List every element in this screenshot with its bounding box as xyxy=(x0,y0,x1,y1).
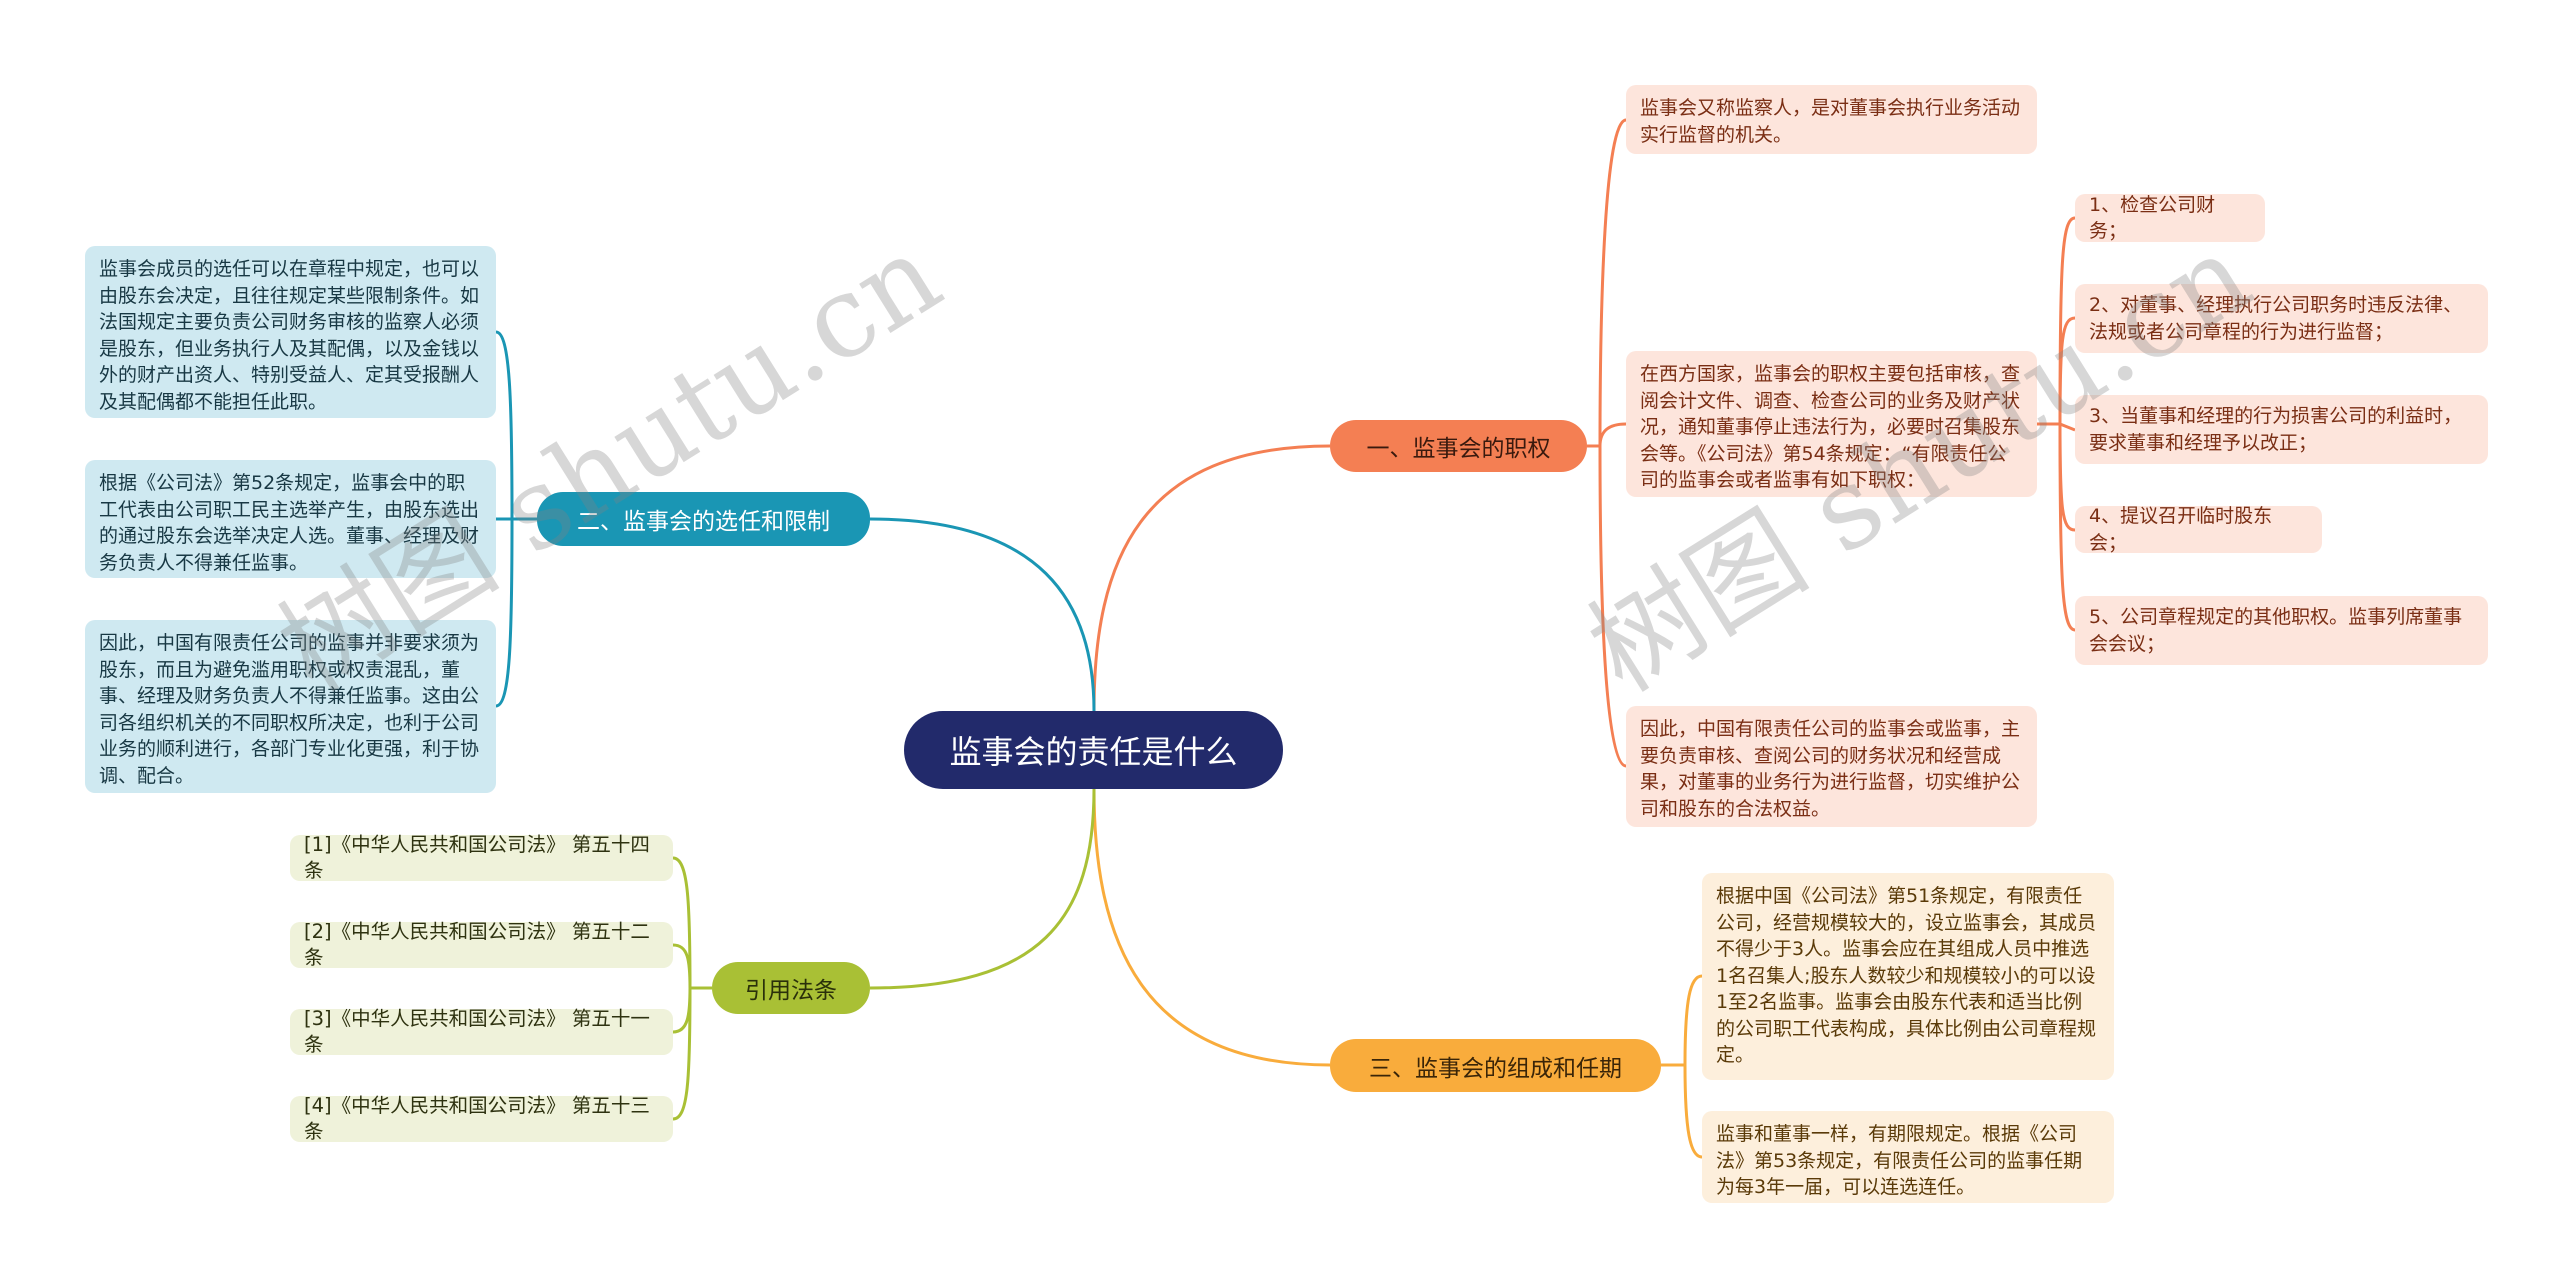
note-text: 根据《公司法》第52条规定，监事会中的职工代表由公司职工民主选举产生，由股东选出… xyxy=(99,472,480,574)
branch-citations-label: 引用法条 xyxy=(745,978,837,1004)
power-text: 2、对董事、经理执行公司职务时违反法律、法规或者公司章程的行为进行监督； xyxy=(2089,294,2463,343)
power-text: 5、公司章程规定的其他职权。监事列席董事会会议； xyxy=(2089,606,2463,655)
power-item-2[interactable]: 2、对董事、经理执行公司职务时违反法律、法规或者公司章程的行为进行监督； xyxy=(2075,284,2488,353)
note-text: 在西方国家，监事会的职权主要包括审核，查阅会计文件、调查、检查公司的业务及财产状… xyxy=(1640,363,2021,491)
citation-item-4[interactable]: [4]《中华人民共和国公司法》 第五十三条 xyxy=(290,1094,673,1143)
citation-item-1[interactable]: [1]《中华人民共和国公司法》 第五十四条 xyxy=(290,833,673,882)
note-text: 监事会成员的选任可以在章程中规定，也可以由股东会决定，且往往规定某些限制条件。如… xyxy=(99,258,480,413)
selection-note-2[interactable]: 根据《公司法》第52条规定，监事会中的职工代表由公司职工民主选举产生，由股东选出… xyxy=(85,460,496,578)
power-item-3[interactable]: 3、当董事和经理的行为损害公司的利益时，要求董事和经理予以改正； xyxy=(2075,395,2488,464)
branch-composition-label: 三、监事会的组成和任期 xyxy=(1369,1055,1622,1082)
duties-note-china[interactable]: 因此，中国有限责任公司的监事会或监事，主要负责审核、查阅公司的财务状况和经营成果… xyxy=(1626,706,2037,827)
branch-duties[interactable]: 一、监事会的职权 xyxy=(1330,420,1587,472)
selection-note-3[interactable]: 因此，中国有限责任公司的监事并非要求须为股东，而且为避免滥用职权或权责混乱，董事… xyxy=(85,620,496,793)
note-text: 根据中国《公司法》第51条规定，有限责任公司，经营规模较大的，设立监事会，其成员… xyxy=(1716,885,2097,1066)
branch-composition[interactable]: 三、监事会的组成和任期 xyxy=(1330,1039,1661,1092)
power-text: 3、当董事和经理的行为损害公司的利益时，要求董事和经理予以改正； xyxy=(2089,405,2463,454)
selection-note-1[interactable]: 监事会成员的选任可以在章程中规定，也可以由股东会决定，且往往规定某些限制条件。如… xyxy=(85,246,496,418)
note-text: 因此，中国有限责任公司的监事并非要求须为股东，而且为避免滥用职权或权责混乱，董事… xyxy=(99,632,480,787)
citation-item-2[interactable]: [2]《中华人民共和国公司法》 第五十二条 xyxy=(290,920,673,969)
citation-text: [4]《中华人民共和国公司法》 第五十三条 xyxy=(304,1093,650,1144)
root-label: 监事会的责任是什么 xyxy=(949,733,1238,771)
branch-citations[interactable]: 引用法条 xyxy=(712,962,870,1014)
citation-text: [2]《中华人民共和国公司法》 第五十二条 xyxy=(304,919,650,970)
duties-note-definition[interactable]: 监事会又称监察人，是对董事会执行业务活动实行监督的机关。 xyxy=(1626,85,2037,154)
note-text: 监事会又称监察人，是对董事会执行业务活动实行监督的机关。 xyxy=(1640,97,2021,146)
power-item-5[interactable]: 5、公司章程规定的其他职权。监事列席董事会会议； xyxy=(2075,596,2488,665)
power-text: 4、提议召开临时股东会； xyxy=(2089,505,2273,554)
citation-item-3[interactable]: [3]《中华人民共和国公司法》 第五十一条 xyxy=(290,1007,673,1056)
duties-note-western[interactable]: 在西方国家，监事会的职权主要包括审核，查阅会计文件、调查、检查公司的业务及财产状… xyxy=(1626,351,2037,497)
branch-duties-label: 一、监事会的职权 xyxy=(1366,436,1551,462)
power-item-4[interactable]: 4、提议召开临时股东会； xyxy=(2075,505,2322,554)
root-node[interactable]: 监事会的责任是什么 xyxy=(904,711,1283,789)
composition-note-1[interactable]: 根据中国《公司法》第51条规定，有限责任公司，经营规模较大的，设立监事会，其成员… xyxy=(1702,873,2114,1080)
note-text: 因此，中国有限责任公司的监事会或监事，主要负责审核、查阅公司的财务状况和经营成果… xyxy=(1640,718,2021,820)
power-text: 1、检查公司财务； xyxy=(2089,193,2216,243)
branch-selection-label: 二、监事会的选任和限制 xyxy=(577,509,830,535)
citation-text: [3]《中华人民共和国公司法》 第五十一条 xyxy=(304,1006,650,1057)
citation-text: [1]《中华人民共和国公司法》 第五十四条 xyxy=(304,832,650,883)
branch-selection[interactable]: 二、监事会的选任和限制 xyxy=(537,492,870,546)
note-text: 监事和董事一样，有期限规定。根据《公司法》第53条规定，有限责任公司的监事任期为… xyxy=(1716,1123,2083,1198)
power-item-1[interactable]: 1、检查公司财务； xyxy=(2075,194,2265,242)
composition-note-2[interactable]: 监事和董事一样，有期限规定。根据《公司法》第53条规定，有限责任公司的监事任期为… xyxy=(1702,1111,2114,1203)
